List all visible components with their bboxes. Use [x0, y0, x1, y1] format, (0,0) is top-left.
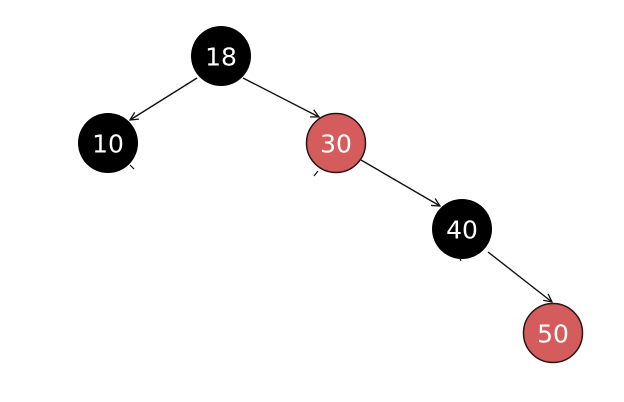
tree-node-50: 50 [522, 302, 584, 364]
edge-18-to-30 [242, 77, 319, 117]
tree-node-10: 10 [78, 113, 138, 173]
stub-mark-30 [313, 170, 319, 177]
tree-node-30: 30 [305, 112, 367, 174]
node-label-30: 30 [320, 130, 352, 159]
tree-node-40: 40 [432, 199, 492, 259]
edge-40-to-50 [487, 251, 552, 302]
node-label-18: 18 [205, 43, 237, 72]
tree-node-18: 18 [191, 26, 251, 86]
node-label-50: 50 [537, 320, 569, 349]
node-label-10: 10 [92, 130, 124, 159]
edge-30-to-40 [360, 159, 440, 206]
stub-mark-10 [129, 164, 135, 170]
node-label-40: 40 [446, 216, 478, 245]
edge-18-to-10 [130, 77, 198, 120]
